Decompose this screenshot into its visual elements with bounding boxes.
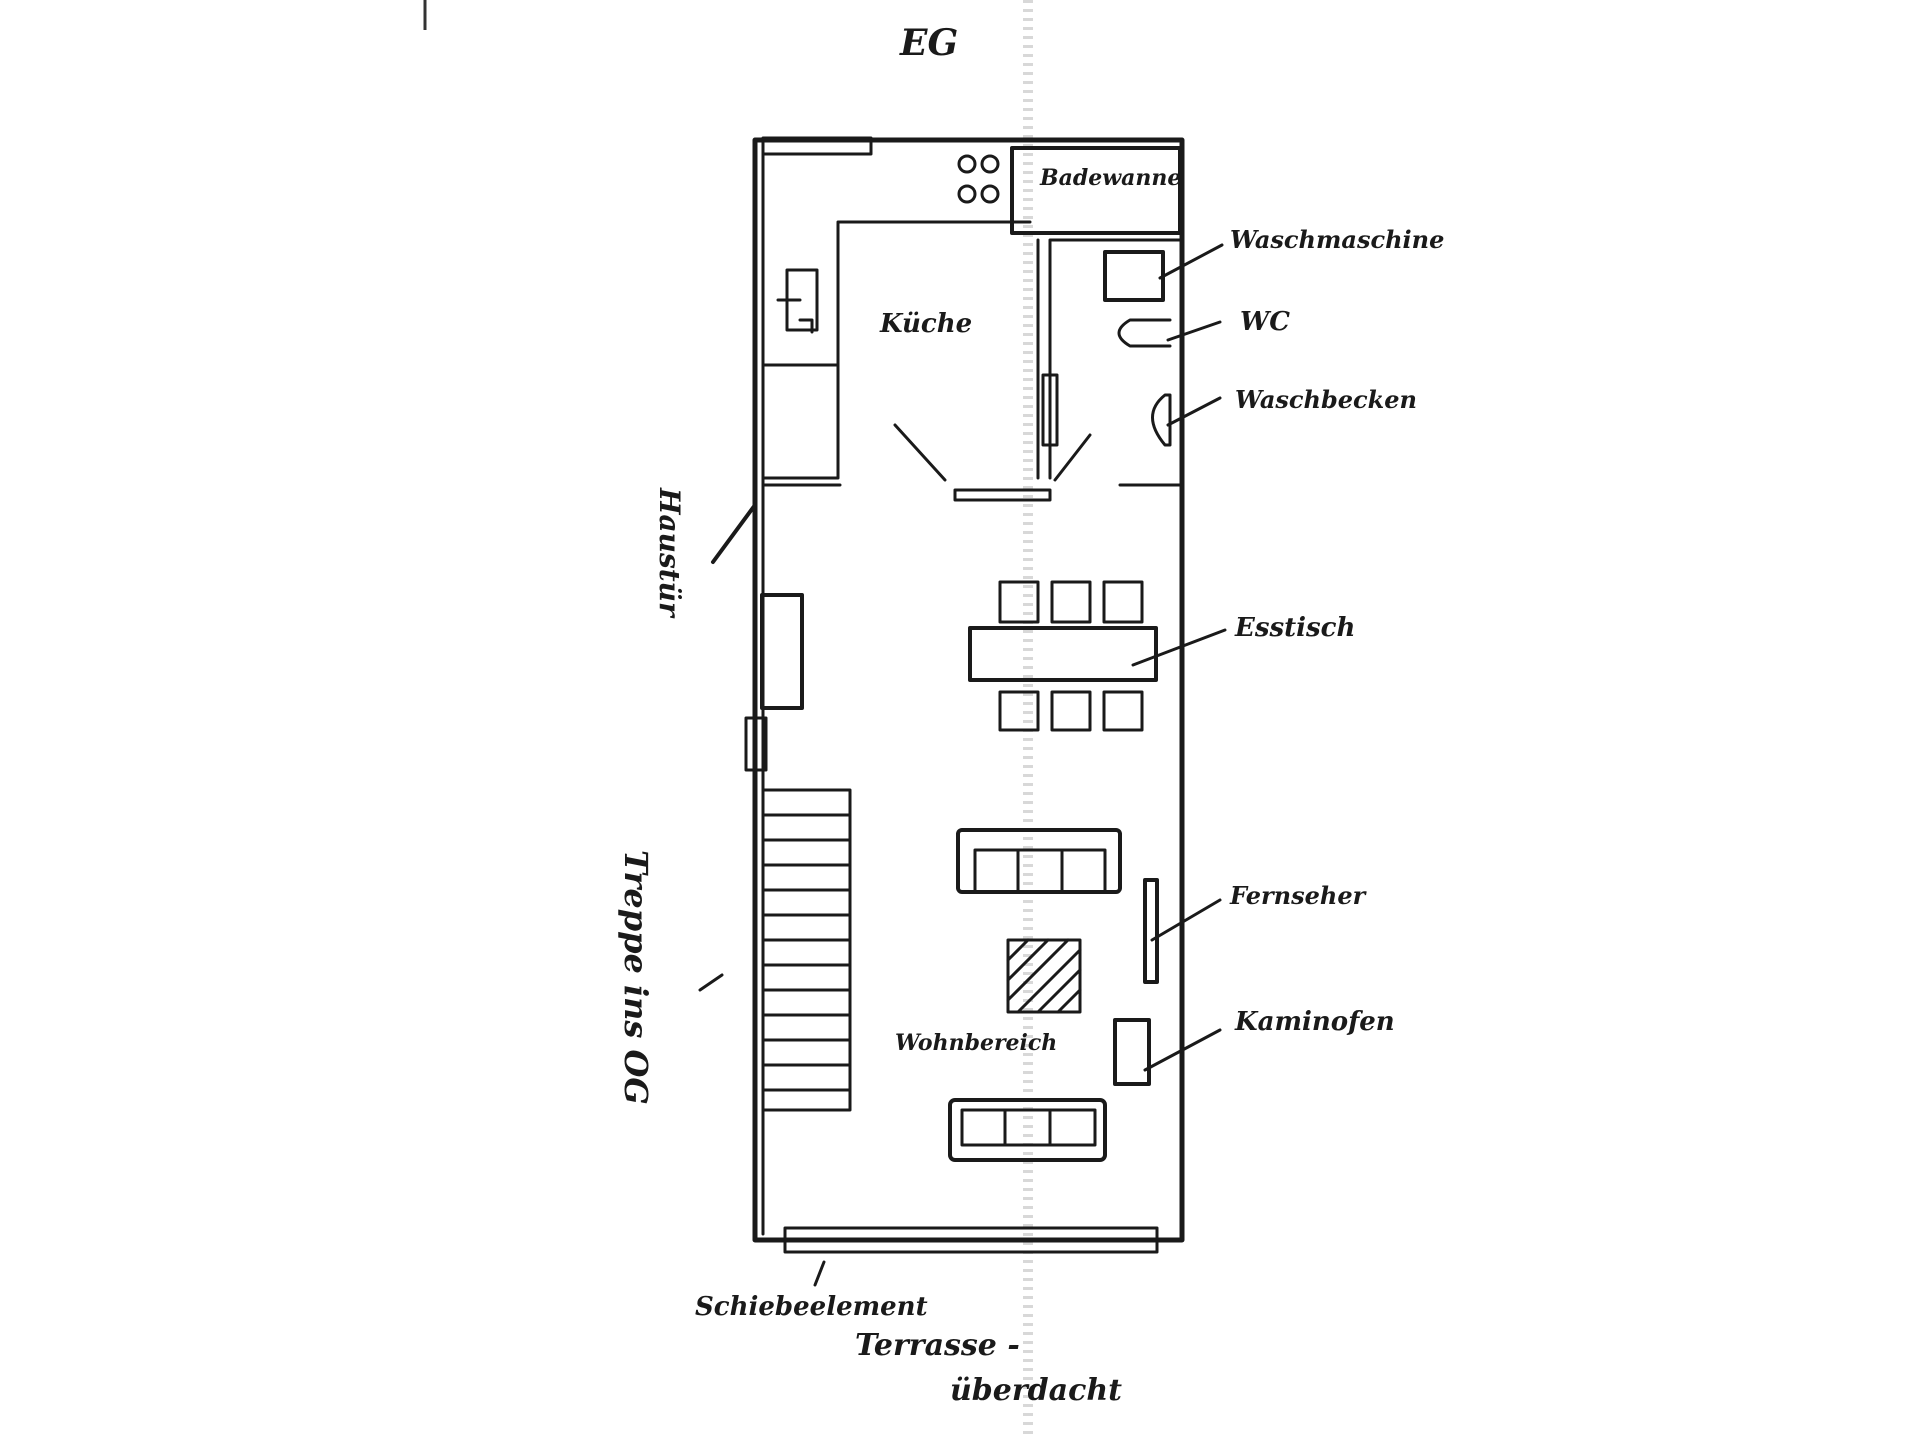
sink-label: Waschbecken — [1235, 385, 1417, 414]
sideboard-icon — [760, 593, 804, 710]
sliding-door-label: Schiebeelement — [695, 1292, 928, 1322]
cabinet-icon — [1041, 373, 1059, 447]
dining-table-icon — [968, 626, 1158, 682]
washing-machine-label: Waschmaschine — [1230, 225, 1444, 254]
outer-walls — [752, 137, 1185, 1243]
terrace-label-line1: Terrasse - — [855, 1328, 1020, 1363]
stove-icon — [1113, 1018, 1151, 1086]
terrace-label-line2: überdacht — [950, 1373, 1122, 1408]
leader-lines — [698, 243, 1227, 1287]
floor-label: EG — [899, 22, 958, 64]
kitchen-threshold — [953, 488, 1052, 502]
wc-label: WC — [1240, 307, 1290, 337]
front-door-label: Haustür — [653, 487, 686, 619]
front-door-icon — [711, 503, 757, 564]
kitchen-walls — [761, 220, 1182, 487]
sofa-icon — [948, 1098, 1107, 1162]
kitchen-label: Küche — [879, 309, 972, 339]
kitchen-door-icon — [893, 423, 1092, 482]
dining-table-group — [968, 580, 1158, 732]
wc-icon — [1117, 318, 1172, 348]
wall-element-icon — [744, 716, 768, 772]
bathtub — [1010, 146, 1182, 235]
sofa-icon — [956, 828, 1122, 894]
chair-icon — [998, 580, 1144, 732]
wash-basin-icon — [1151, 393, 1172, 447]
tv-label: Fernseher — [1229, 881, 1368, 910]
tv-icon — [1143, 878, 1159, 984]
living-room-label: Wohnbereich — [895, 1030, 1057, 1056]
hob-icon — [957, 154, 1000, 204]
window-top — [761, 136, 873, 156]
coffee-table-icon — [1006, 938, 1082, 1014]
sliding-door-icon — [783, 1226, 1159, 1254]
stairs-icon — [761, 788, 852, 1112]
stairs-label: Treppe ins OG — [617, 850, 655, 1105]
bathtub-label: Badewanne — [1039, 165, 1181, 191]
stove-label: Kaminofen — [1234, 1007, 1395, 1037]
dining-table-label: Esstisch — [1234, 613, 1355, 643]
washing-machine-icon — [1103, 250, 1165, 302]
